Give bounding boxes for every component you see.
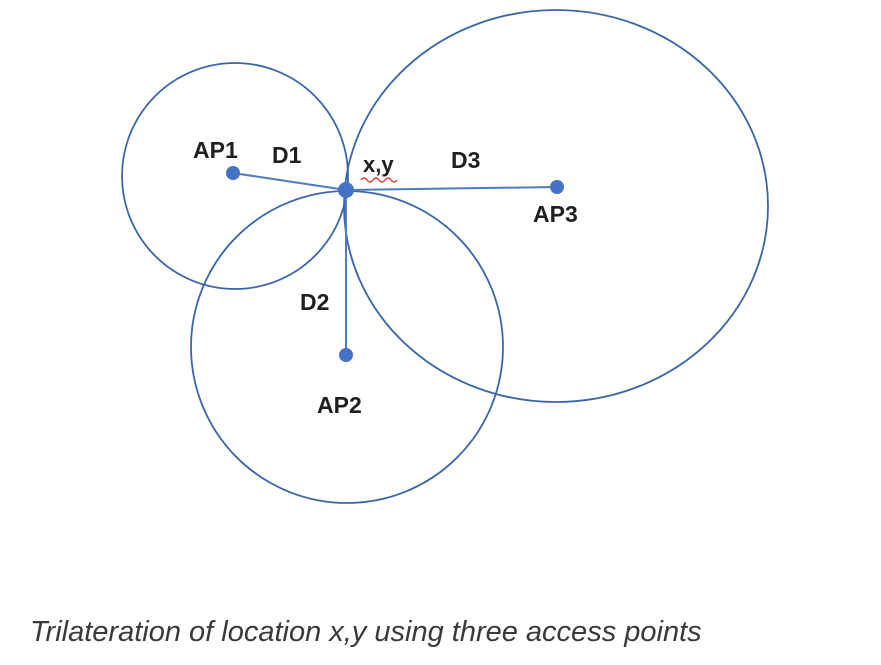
ap1-dot — [226, 166, 240, 180]
ap1-range-circle — [121, 62, 349, 290]
ap3-dot — [550, 180, 564, 194]
xy-label: x,y — [363, 152, 394, 177]
ap1-label: AP1 — [193, 137, 238, 163]
d1-label: D1 — [272, 142, 302, 168]
ap3-range-circle — [343, 9, 769, 403]
d3-line — [345, 186, 558, 191]
ap2-label: AP2 — [317, 392, 362, 418]
caption: Trilateration of location x,y using thre… — [30, 616, 702, 648]
intersection-dot — [338, 182, 354, 198]
spellcheck-squiggle-underline — [360, 177, 398, 183]
d3-label: D3 — [451, 147, 480, 173]
d1-line — [232, 172, 347, 191]
d2-label: D2 — [300, 289, 329, 315]
ap3-label: AP3 — [533, 201, 578, 227]
ap2-dot — [339, 348, 353, 362]
